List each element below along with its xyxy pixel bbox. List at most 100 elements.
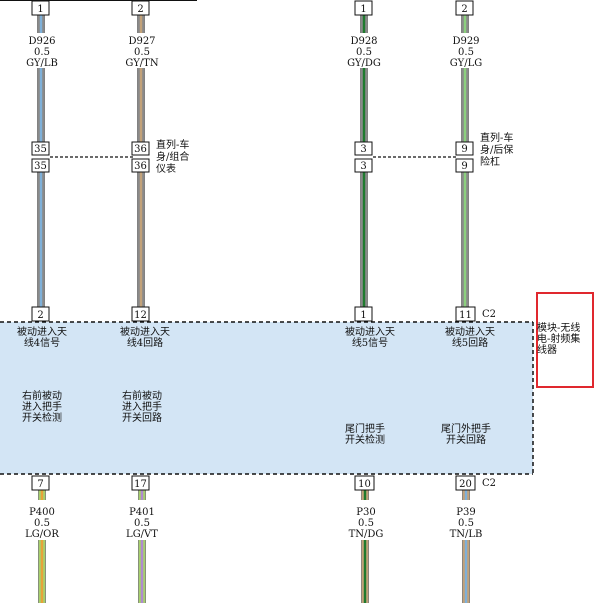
wire-stripe-color [362,15,366,33]
wire-stripe-color [363,540,367,603]
wire-strand [137,15,145,33]
switch-function-line-3: 开关回路 [122,411,162,424]
wire-strand [462,490,470,500]
wire-color-code: GY/LB [26,58,58,69]
wire-color-code: GY/DG [347,58,381,69]
circuit-id: D927 [128,36,155,47]
bottom-wire-gauge: 0.5 [358,518,374,529]
module-pin-number: 2 [37,310,43,321]
module-function-line-1: 被动进入天 [17,325,67,338]
top-pin-box [354,0,373,16]
wire-color-code: GY/TN [125,58,158,69]
wire-strand [360,68,368,142]
bottom-circuit-id: P39 [456,507,475,518]
circuit-id: D926 [28,36,55,47]
inline-connector-label-line-3: 险杠 [480,155,500,168]
top-pin-box [31,0,50,16]
inline-connector-label-line-1: 直列-车 [480,131,513,144]
wire-stripe-color [139,68,143,142]
wire-strand [462,540,470,603]
inline-pin-lower: 36 [134,161,147,172]
module-name-line-1: 模块-无线 [537,321,580,334]
module-name-line-3: 线器 [537,343,557,356]
module-pin-box [455,306,476,322]
switch-function-line-2: 开关回路 [446,433,486,446]
module-function-line-1: 被动进入天 [445,325,495,338]
wire-strand [137,172,145,307]
module-function-line-2: 线4信号 [24,336,60,349]
wire-stripe-color [39,68,43,142]
wire-strand [37,172,45,307]
inline-pin-lower-box [131,158,150,173]
bottom-wire-color-code: LG/OR [25,529,59,540]
wire-strand [38,490,46,500]
bottom-circuit-id: P30 [356,507,375,518]
wire-stripe-color [463,15,467,33]
module-pin-box [31,306,50,322]
inline-pin-lower-box [31,158,50,173]
bottom-circuit-id: P400 [29,507,55,518]
bottom-wire-color-code: LG/VT [126,529,158,540]
wire-stripe-color [40,490,44,500]
bottom-wire-gauge: 0.5 [134,518,150,529]
top-pin-box [131,0,150,16]
switch-function-line-2: 开关检测 [345,433,385,446]
inline-connector-label-1: 直列-车 身/组合 仪表 [156,138,189,175]
inline-pin-lower: 9 [461,161,467,172]
module-function-line-1: 被动进入天 [120,325,170,338]
module-name: 模块-无线 电-射频集 线器 [537,321,580,356]
wire-gauge: 0.5 [134,47,150,58]
inline-pin-upper-box [131,141,150,156]
bottom-pin-number: 17 [134,479,147,490]
wire-stripe-color [463,172,467,307]
wire-strand [37,15,45,33]
wire-stripe-color [362,68,366,142]
module-function-line-1: 被动进入天 [345,325,395,338]
wire-strand [360,172,368,307]
wire-strand [360,15,368,33]
inline-connector-label-line-2: 身/组合 [156,150,189,163]
wire-stripe-color [140,540,144,603]
inline-pin-upper: 35 [34,144,47,155]
switch-function-line-2: 进入把手 [122,400,162,413]
bottom-pin-number: 7 [37,479,43,490]
wire-stripe-color [464,490,468,500]
module-function-line-2: 线5回路 [452,336,488,349]
wire-gauge: 0.5 [458,47,474,58]
circuit-id: D928 [350,36,377,47]
switch-function-line-2: 进入把手 [22,400,62,413]
inline-connector-label-line-2: 身/后保 [480,143,513,156]
inline-connector-label-line-3: 仪表 [156,162,176,175]
inline-pin-lower-box [354,158,373,173]
module-connector-top-id: C2 [482,309,496,320]
wire-stripe-color [363,490,367,500]
bottom-pin-number: 20 [459,479,472,490]
wire-gauge: 0.5 [34,47,50,58]
inline-pin-lower: 3 [360,161,366,172]
module-function-line-2: 线4回路 [127,336,163,349]
wire-strand [38,540,46,603]
wire-stripe-color [40,540,44,603]
top-pin-box [455,0,474,16]
bottom-wire-gauge: 0.5 [34,518,50,529]
inline-pin-upper-box [354,141,373,156]
switch-function-line-1: 右前被动 [22,389,62,402]
top-pin-number: 2 [137,4,143,15]
wires-layer [37,15,470,603]
inline-pin-upper: 36 [134,144,147,155]
bottom-wire-color-code: TN/LB [450,529,483,540]
inline-pin-upper-box [31,141,50,156]
wire-strand [137,68,145,142]
wire-stripe-color [463,68,467,142]
wire-strand [361,490,369,500]
top-pin-number: 1 [37,4,43,15]
wire-color-code: GY/LG [450,58,482,69]
switch-function-line-3: 开关检测 [22,411,62,424]
wire-stripe-color [464,540,468,603]
module-body [0,322,533,474]
wire-strand [461,172,469,307]
wire-stripe-color [139,15,143,33]
inline-pin-upper-box [455,141,474,156]
wire-stripe-color [39,172,43,307]
module-name-highlight [536,292,594,388]
